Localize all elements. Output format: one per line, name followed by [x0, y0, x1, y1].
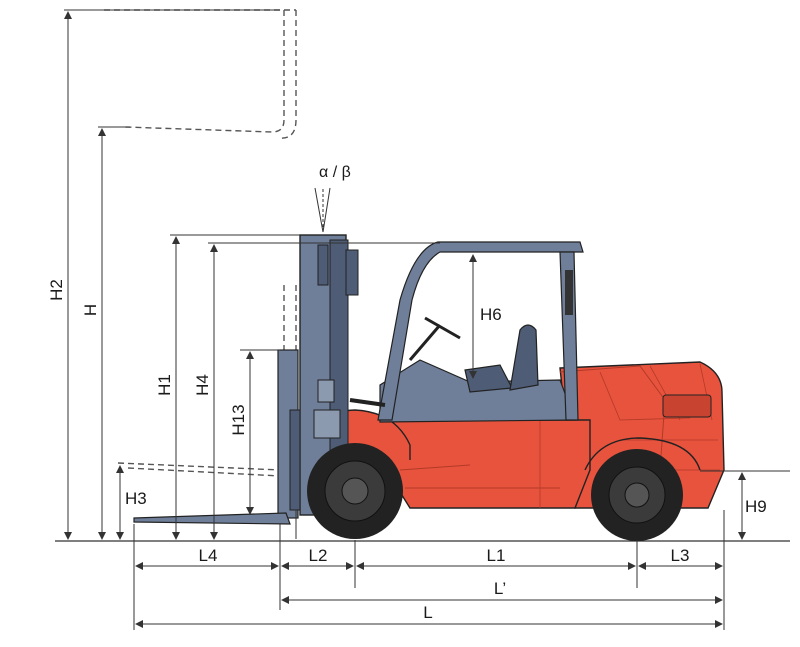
raised-fork-outline: [104, 9, 297, 139]
label-h1: H1: [155, 374, 174, 396]
label-h: H: [81, 304, 100, 316]
label-l2: L2: [309, 546, 328, 565]
tilt-angle-marker: [314, 187, 331, 233]
label-h9: H9: [745, 497, 767, 516]
dimension-labels: H2 H H1 H4 H13 H3 H6 H9 α / β L4 L2 L1 L…: [47, 164, 767, 622]
label-l: L: [423, 603, 432, 622]
label-l-prime: L’: [494, 579, 506, 598]
label-h13: H13: [229, 404, 248, 435]
label-tilt: α / β: [319, 164, 351, 181]
horizontal-dimensions: [133, 510, 725, 630]
label-h4: H4: [193, 374, 212, 396]
vertical-dimensions: [64, 9, 790, 540]
label-h3: H3: [125, 489, 147, 508]
label-l4: L4: [199, 546, 218, 565]
rear-wheel: [591, 449, 683, 541]
front-wheel: [307, 443, 403, 539]
label-h6: H6: [480, 305, 502, 324]
label-l1: L1: [487, 546, 506, 565]
label-l3: L3: [671, 546, 690, 565]
label-h2: H2: [47, 279, 66, 301]
